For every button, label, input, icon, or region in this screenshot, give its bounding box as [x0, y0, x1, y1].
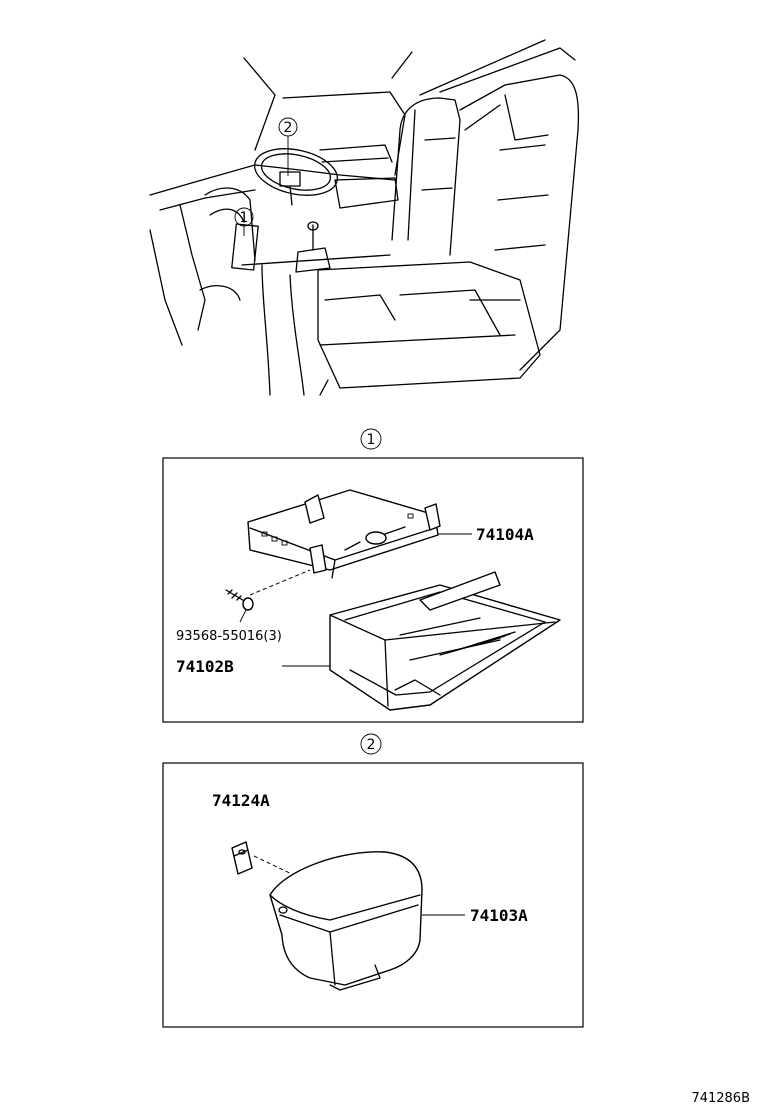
callout-2-overview: 2: [278, 117, 298, 176]
callout-2-label: 2: [284, 120, 293, 136]
callout-1-label: 1: [240, 210, 249, 226]
section-1-header: 1: [360, 428, 382, 450]
leader-93568: [239, 609, 247, 623]
part-label-74124A: 74124A: [212, 791, 270, 810]
section-2-frame: [162, 762, 584, 1028]
section-1-frame: [162, 457, 584, 723]
glovebox-drawing: [329, 571, 561, 711]
screw-drawing: [225, 589, 254, 611]
section-2-ref: 2: [367, 737, 376, 753]
diagram-code: 741286B: [691, 1091, 750, 1106]
ashtray-drawing: [269, 851, 423, 991]
part-label-74103A: 74103A: [470, 906, 528, 925]
part-label-74102B: 74102B: [176, 657, 234, 676]
callout-1-overview: 1: [234, 207, 254, 236]
section-2-header: 2: [360, 733, 382, 755]
screw-dash-line: [249, 569, 311, 596]
part-label-93568-55016: 93568-55016(3): [176, 629, 282, 644]
part-label-74104A: 74104A: [476, 525, 534, 544]
cab-interior-illustration: [149, 39, 580, 396]
section-1-ref: 1: [367, 432, 376, 448]
glovebox-bracket-drawing: [247, 489, 441, 579]
clip-drawing: [231, 841, 253, 875]
